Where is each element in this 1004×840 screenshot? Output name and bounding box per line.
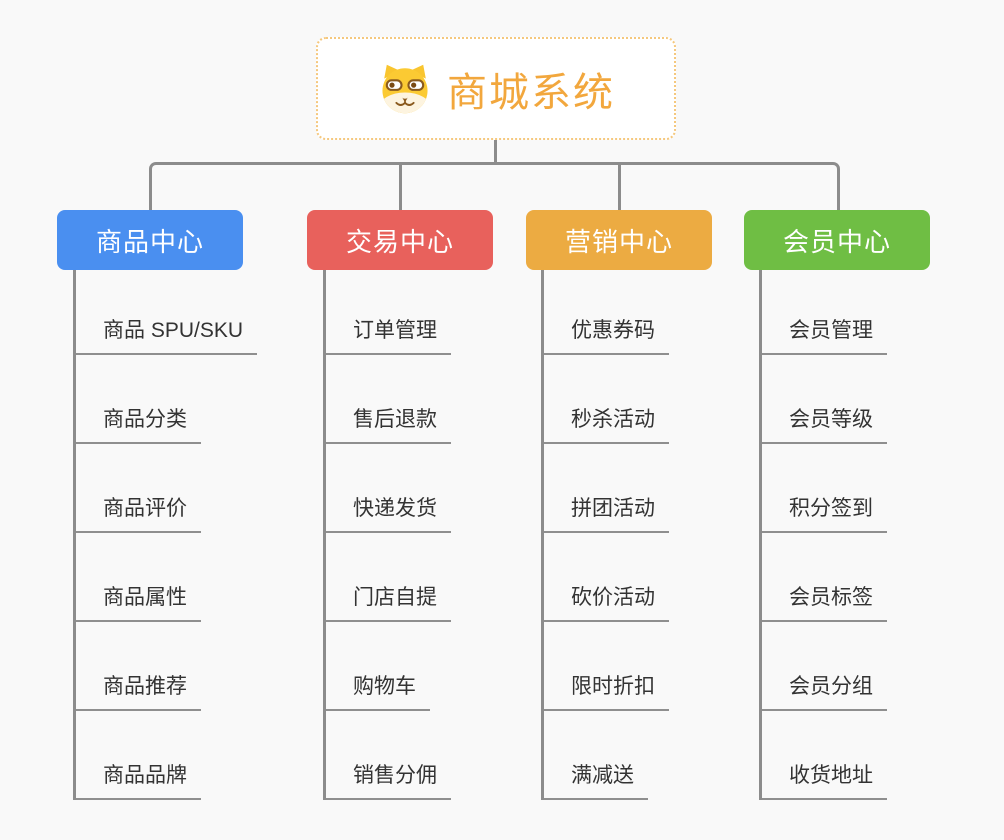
leaf-node[interactable]: 限时折扣	[544, 670, 669, 711]
leaf-node[interactable]: 收货地址	[762, 759, 887, 800]
branch-column-marketing: 优惠券码 秒杀活动 拼团活动 砍价活动 限时折扣 满减送	[541, 270, 751, 800]
leaf-node[interactable]: 会员标签	[762, 581, 887, 622]
leaf-node[interactable]: 商品 SPU/SKU	[76, 314, 258, 355]
leaf-node[interactable]: 会员管理	[762, 314, 887, 355]
leaf-node[interactable]: 商品评价	[76, 492, 201, 533]
leaf-node[interactable]: 会员等级	[762, 403, 887, 444]
leaf-node[interactable]: 商品品牌	[76, 759, 201, 800]
branch-node-product[interactable]: 商品中心	[57, 210, 243, 270]
root-node[interactable]: 商城系统	[316, 37, 676, 140]
leaf-node[interactable]: 秒杀活动	[544, 403, 669, 444]
leaf-node[interactable]: 门店自提	[326, 581, 451, 622]
leaf-node[interactable]: 会员分组	[762, 670, 887, 711]
leaf-node[interactable]: 购物车	[326, 670, 430, 711]
branch-node-trade[interactable]: 交易中心	[307, 210, 493, 270]
leaf-node[interactable]: 砍价活动	[544, 581, 669, 622]
leaf-node[interactable]: 快递发货	[326, 492, 451, 533]
leaf-node[interactable]: 售后退款	[326, 403, 451, 444]
root-title: 商城系统	[447, 70, 615, 115]
leaf-node[interactable]: 满减送	[544, 759, 648, 800]
leaf-node[interactable]: 商品推荐	[76, 670, 201, 711]
connector-drop-trade	[399, 165, 402, 210]
leaf-node[interactable]: 销售分佣	[326, 759, 451, 800]
branch-node-marketing[interactable]: 营销中心	[526, 210, 712, 270]
branch-column-trade: 订单管理 售后退款 快递发货 门店自提 购物车 销售分佣	[323, 270, 533, 800]
leaf-node[interactable]: 商品分类	[76, 403, 201, 444]
leaf-node[interactable]: 拼团活动	[544, 492, 669, 533]
leaf-node[interactable]: 订单管理	[326, 314, 451, 355]
connector-spine	[149, 162, 840, 210]
leaf-node[interactable]: 优惠券码	[544, 314, 669, 355]
leaf-node[interactable]: 积分签到	[762, 492, 887, 533]
branch-column-product: 商品 SPU/SKU 商品分类 商品评价 商品属性 商品推荐 商品品牌	[73, 270, 283, 800]
leaf-node[interactable]: 商品属性	[76, 581, 201, 622]
connector-root-trunk	[494, 140, 497, 163]
branch-node-member[interactable]: 会员中心	[744, 210, 930, 270]
branch-column-member: 会员管理 会员等级 积分签到 会员标签 会员分组 收货地址	[759, 270, 969, 800]
connector-drop-marketing	[618, 165, 621, 210]
shiba-dog-icon	[377, 63, 433, 115]
